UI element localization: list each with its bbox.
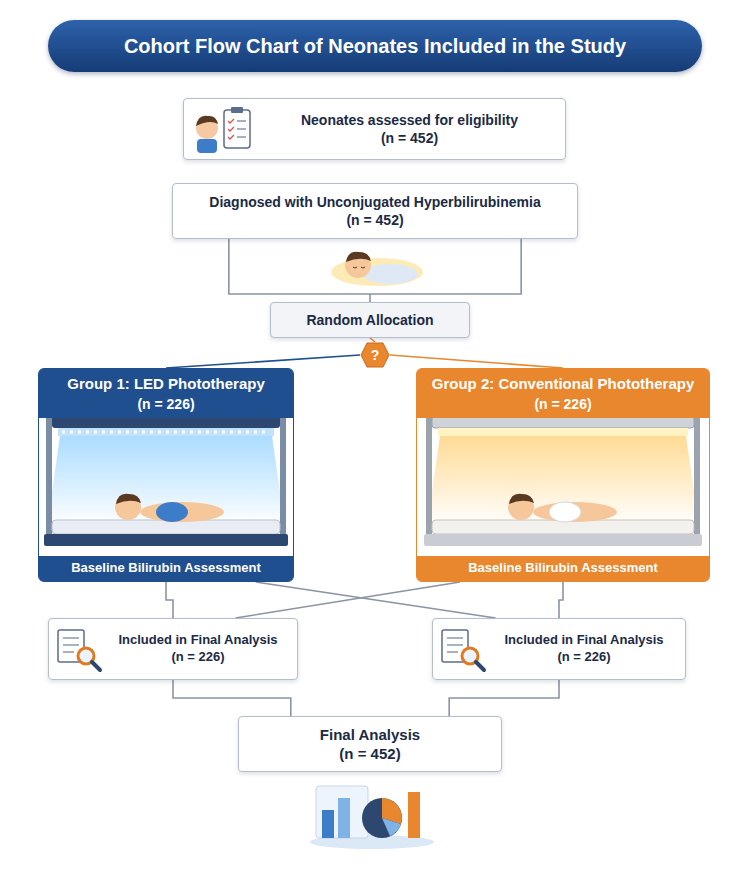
process-box: Diagnosed with Unconjugated Hyperbilirub… [172, 183, 578, 239]
connector-line [173, 680, 291, 716]
process-box: Included in Final Analysis(n = 226) [432, 618, 686, 680]
baby-clipboard-icon [228, 119, 234, 139]
connector-line [166, 355, 360, 368]
chart-icon [382, 818, 401, 836]
led-phototherapy-unit [58, 428, 274, 436]
jaundiced-baby [345, 252, 371, 278]
box-label: Diagnosed with Unconjugated Hyperbilirub… [181, 193, 569, 211]
connector-line [370, 338, 375, 342]
count-label: (n = 452) [247, 744, 493, 764]
connector-line [449, 680, 559, 716]
box-label: Random Allocation [279, 311, 461, 329]
connector-line [166, 582, 173, 618]
led-phototherapy-unit [44, 534, 288, 546]
title-banner: Cohort Flow Chart of Neonates Included i… [48, 20, 702, 72]
conventional-phototherapy-unit [509, 494, 534, 504]
hexagon-outline [361, 343, 389, 367]
group-panel: Group 1: LED Phototherapy(n = 226) Baseli… [38, 368, 294, 582]
count-label: (n = 226) [491, 649, 677, 666]
process-box: Included in Final Analysis(n = 226) [48, 618, 298, 680]
process-box: Random Allocation [270, 302, 470, 338]
count-label: (n = 452) [181, 211, 569, 229]
led-phototherapy-unit [52, 416, 280, 428]
box-label: Neonates assessed for eligibility [262, 111, 557, 129]
diagram-title: Cohort Flow Chart of Neonates Included i… [124, 35, 626, 58]
document-magnifier-icon [442, 630, 484, 670]
led-phototherapy-unit [116, 494, 141, 504]
conventional-phototherapy-unit [438, 428, 688, 436]
led-phototherapy-unit [62, 431, 270, 434]
panel-footer: Baseline Bilirubin Assessment [417, 556, 709, 581]
led-phototherapy-unit [52, 520, 280, 534]
panel-heading: Group 1: LED Phototherapy [39, 369, 293, 394]
baby-clipboard-icon [231, 107, 243, 113]
panel-footer: Baseline Bilirubin Assessment [39, 556, 293, 581]
document-magnifier-icon [447, 638, 463, 652]
led-phototherapy-unit [46, 416, 52, 546]
jaundiced-baby [331, 258, 423, 286]
chart-icon [338, 798, 350, 838]
document-magnifier-icon [92, 662, 100, 670]
conventional-phototherapy-unit [533, 502, 617, 522]
document-magnifier-icon [476, 662, 484, 670]
baby-clipboard-icon [197, 139, 217, 153]
led-phototherapy-unit [115, 494, 141, 520]
connector-line [229, 239, 521, 302]
conventional-phototherapy-unit [426, 416, 432, 546]
box-label: ? [371, 346, 380, 364]
group-panel: Group 2: Conventional Phototherapy(n = 2… [416, 368, 710, 582]
conventional-phototherapy-unit [508, 494, 534, 520]
led-phototherapy-unit [156, 502, 188, 522]
conventional-phototherapy-unit [424, 534, 702, 546]
box-label: Included in Final Analysis [491, 632, 677, 649]
panel-heading: (n = 226) [417, 394, 709, 418]
panel-heading: (n = 226) [39, 394, 293, 418]
box-label: Included in Final Analysis [107, 632, 289, 649]
conventional-phototherapy-unit [694, 416, 700, 546]
connector-line [559, 582, 563, 618]
jaundiced-baby [331, 252, 423, 286]
process-box: Final Analysis(n = 452) [238, 716, 502, 772]
conventional-phototherapy-unit [424, 416, 702, 546]
led-phototherapy-unit [44, 416, 288, 546]
jaundiced-baby [346, 252, 371, 262]
chart-icon [310, 786, 434, 849]
baby-clipboard-icon [224, 110, 250, 148]
process-box: Neonates assessed for eligibility(n = 45… [183, 98, 566, 160]
document-magnifier-icon [63, 638, 79, 652]
connector-line [236, 582, 461, 618]
document-magnifier-icon [58, 630, 100, 670]
count-label: (n = 452) [262, 129, 557, 147]
count-label: (n = 226) [107, 649, 289, 666]
chart-icon [322, 810, 334, 838]
chart-icon [408, 792, 420, 838]
led-phototherapy-unit [280, 416, 286, 546]
decision-hexagon: ? [360, 342, 390, 368]
conventional-phototherapy-unit [432, 416, 694, 428]
chart-icon [362, 798, 402, 838]
baby-clipboard-icon [196, 116, 218, 126]
led-phototherapy-unit [140, 502, 224, 522]
chart-icon [316, 786, 368, 838]
box-label: Final Analysis [247, 725, 493, 745]
connector-line [390, 355, 563, 368]
baby-clipboard-icon [196, 107, 250, 153]
connector-line [256, 582, 496, 618]
panel-heading: Group 2: Conventional Phototherapy [417, 369, 709, 394]
baby-clipboard-icon [237, 121, 246, 137]
jaundiced-baby [353, 267, 365, 268]
conventional-phototherapy-unit [549, 502, 581, 522]
